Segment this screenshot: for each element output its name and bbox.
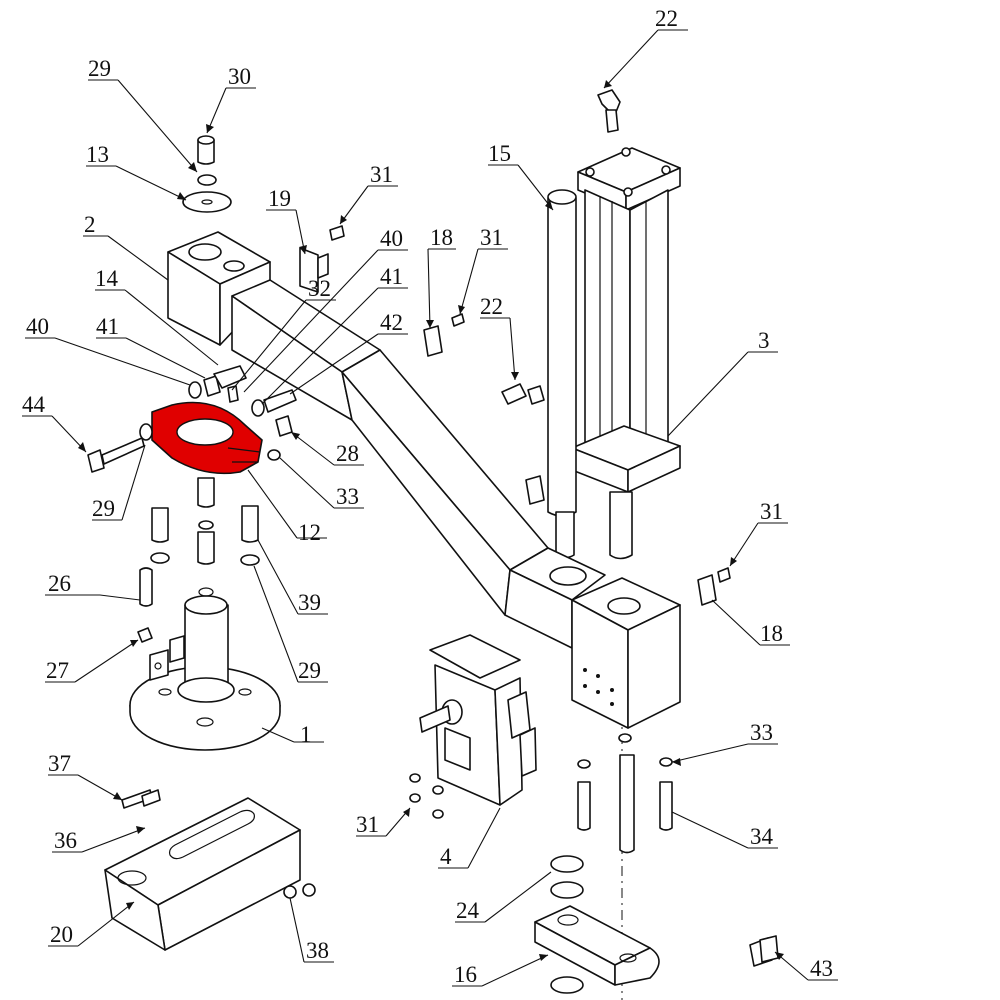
part-label-22-top: 22	[655, 6, 678, 31]
part-label-30: 30	[228, 64, 251, 89]
part-label-39: 39	[298, 590, 321, 615]
part-label-16: 16	[454, 962, 477, 987]
part-label-42: 42	[380, 310, 403, 335]
part-label-43: 43	[810, 956, 833, 981]
part-label-20: 20	[50, 922, 73, 947]
part-label-33-mid: 33	[336, 484, 359, 509]
lower-column-parts	[534, 733, 673, 994]
part-label-37: 37	[48, 751, 71, 776]
part-label-31-right: 31	[760, 499, 783, 524]
fasteners-column	[150, 135, 260, 566]
part-label-38: 38	[306, 938, 329, 963]
small-hardware	[188, 365, 297, 461]
part-label-4: 4	[440, 844, 452, 869]
part-label-27: 27	[46, 658, 69, 683]
brackets	[299, 225, 731, 606]
part-label-14: 14	[95, 266, 119, 291]
part-label-31-low: 31	[356, 812, 379, 837]
part-label-24: 24	[456, 898, 480, 923]
part-label-3: 3	[758, 328, 770, 353]
part-label-29-mid: 29	[92, 496, 115, 521]
part-label-41-left: 41	[96, 314, 119, 339]
part-label-19: 19	[268, 186, 291, 211]
part-label-2: 2	[84, 212, 96, 237]
part-label-31-top: 31	[370, 162, 393, 187]
part-label-33-low: 33	[750, 720, 773, 745]
part-label-12: 12	[298, 520, 321, 545]
pin	[139, 567, 153, 607]
part-label-31-mid: 31	[480, 225, 503, 250]
part-label-40-right: 40	[380, 226, 403, 251]
part-label-18-top: 18	[430, 225, 453, 250]
part-label-22-mid: 22	[480, 294, 503, 319]
mounting-plate	[104, 789, 316, 951]
part-label-18-right: 18	[760, 621, 783, 646]
push-fitting	[749, 935, 779, 967]
part-label-13: 13	[86, 142, 109, 167]
part-label-26: 26	[48, 571, 71, 596]
valve-handle	[409, 634, 537, 819]
part-label-1: 1	[300, 722, 312, 747]
swing-arm	[167, 231, 681, 729]
part-label-32: 32	[308, 276, 331, 301]
clamp-ring-highlighted	[151, 401, 263, 475]
guide-rod	[547, 189, 577, 559]
part-label-44: 44	[22, 392, 46, 417]
part-label-41-right: 41	[380, 264, 403, 289]
part-label-28: 28	[336, 441, 359, 466]
part-label-34: 34	[750, 824, 774, 849]
part-label-15: 15	[488, 141, 511, 166]
long-bolt	[87, 423, 153, 473]
part-label-29-low: 29	[298, 658, 321, 683]
elbow-fitting-top	[597, 89, 621, 133]
part-labels: 22 29 30 15 13 31 19 2 40 18 31 32 22 14…	[22, 6, 833, 987]
leader-lines	[22, 29, 838, 987]
base-plate	[129, 587, 281, 751]
part-label-40-left: 40	[26, 314, 49, 339]
air-cylinder	[571, 147, 681, 560]
part-label-29-top: 29	[88, 56, 111, 81]
part-label-36: 36	[54, 828, 77, 853]
